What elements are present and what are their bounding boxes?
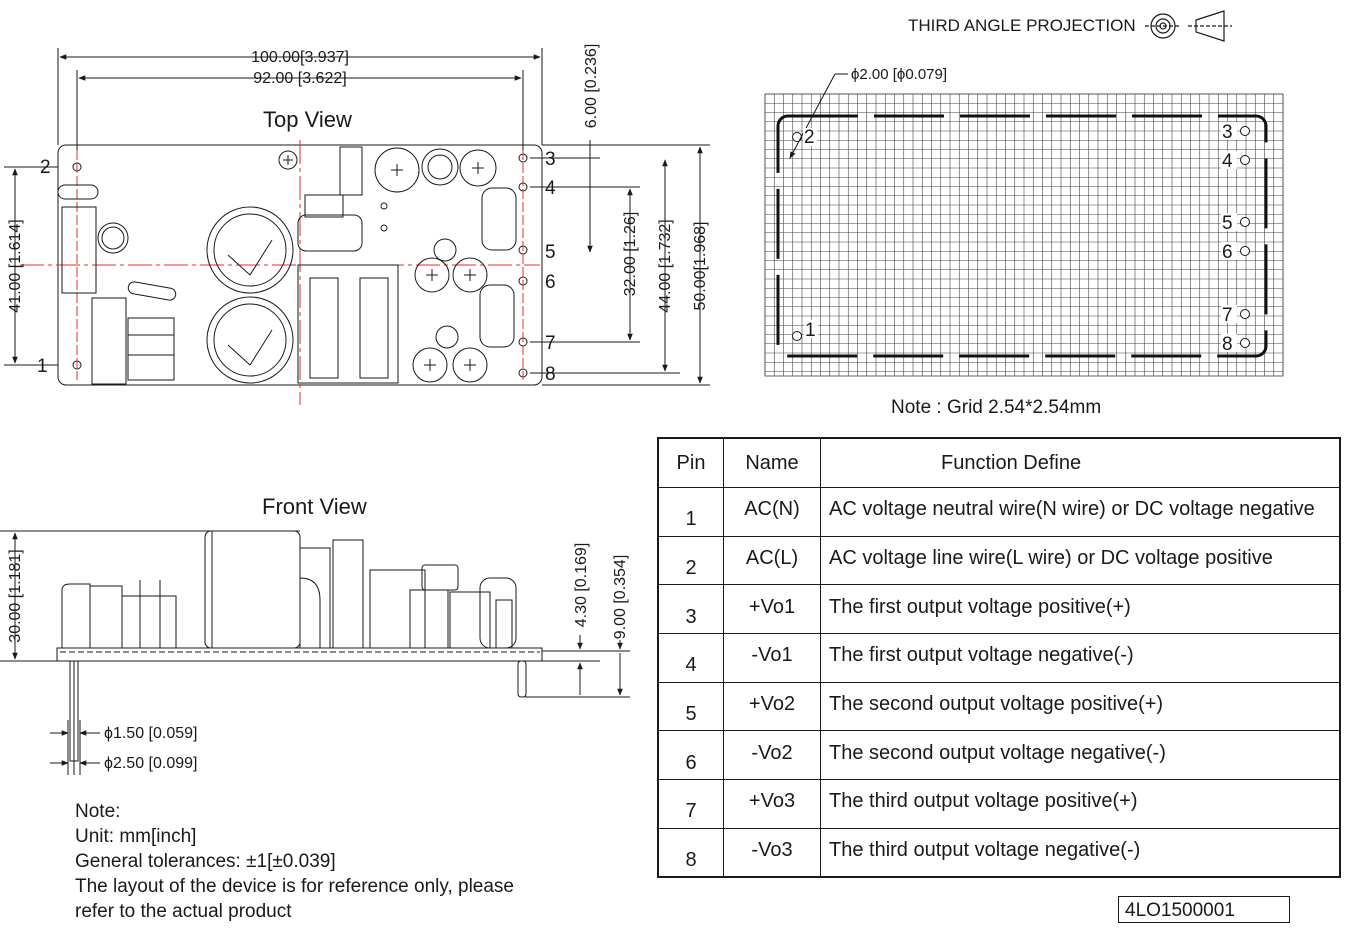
pin-cell: 5 <box>657 681 724 732</box>
dim-pin-dia: ϕ1.50 [0.059] <box>104 725 197 742</box>
notes-block: Note: Unit: mm[inch] General tolerances:… <box>75 799 514 924</box>
function-cell: The third output voltage negative(-) <box>820 827 1341 878</box>
front-view-components <box>60 530 540 653</box>
note-heading: Note: <box>75 801 121 822</box>
function-cell: The second output voltage positive(+) <box>820 681 1341 732</box>
note-layout-2: refer to the actual product <box>75 901 292 922</box>
front-view-board <box>56 647 543 662</box>
footprint-grid <box>764 93 1284 376</box>
name-cell: -Vo1 <box>723 633 821 683</box>
top-pin-label-1: 1 <box>37 356 48 377</box>
front-view-drawing <box>0 530 630 775</box>
top-pin-label-4: 4 <box>545 178 556 199</box>
top-view-title: Top View <box>263 107 352 132</box>
pin-cell: 2 <box>657 535 724 586</box>
name-cell: AC(L) <box>723 535 821 586</box>
function-cell: The second output voltage negative(-) <box>820 730 1341 781</box>
dim-height-total: 50.00[1.968] <box>692 222 709 311</box>
footprint-labels: ϕ2.00 [ϕ0.079] 2 1 3 4 5 6 7 8 <box>803 66 1237 355</box>
footprint-drawing <box>764 73 1284 377</box>
fp-pin-label-3: 3 <box>1222 122 1233 143</box>
dim-front-height: 30.00 [1.181] <box>7 549 24 642</box>
function-cell: AC voltage neutral wire(N wire) or DC vo… <box>820 487 1341 537</box>
projection-label: THIRD ANGLE PROJECTION <box>908 16 1136 35</box>
top-view-labels: 100.00[3.937] 92.00 [3.622] 41.00 [1.614… <box>7 44 709 385</box>
top-pin-label-8: 8 <box>545 364 556 385</box>
header-function: Function Define <box>820 437 1341 488</box>
dim-height-left: 41.00 [1.614] <box>7 219 24 312</box>
third-angle-projection-icon <box>1145 10 1232 42</box>
name-cell: +Vo1 <box>723 584 821 635</box>
footprint-outline <box>776 114 1268 358</box>
name-cell: AC(N) <box>723 487 821 537</box>
dim-pitch-32: 32.00 [1.26] <box>622 212 639 297</box>
note-layout-1: The layout of the device is for referenc… <box>75 876 515 897</box>
dim-pitch-44: 44.00 [1.732] <box>657 219 674 312</box>
top-pin-label-5: 5 <box>545 242 556 263</box>
dim-pin-total: 9.00 [0.354] <box>612 555 629 640</box>
front-view-labels: 30.00 [1.181] 4.30 [0.169] 9.00 [0.354] … <box>7 543 629 772</box>
dim-width-outer: 100.00[3.937] <box>251 49 349 66</box>
part-number: 4LO1500001 <box>1118 896 1290 923</box>
name-cell: -Vo3 <box>723 827 821 878</box>
function-cell: AC voltage line wire(L wire) or DC volta… <box>820 535 1341 586</box>
top-view-pins <box>72 150 528 380</box>
top-pin-label-6: 6 <box>545 272 556 293</box>
pin-cell: 6 <box>657 730 724 781</box>
top-pin-label-7: 7 <box>545 333 556 354</box>
function-cell: The third output voltage positive(+) <box>820 779 1341 829</box>
fp-pin-label-5: 5 <box>1222 213 1233 234</box>
dim-pad-dia: ϕ2.50 [0.099] <box>104 755 197 772</box>
dim-offset-top: 6.00 [0.236] <box>583 44 600 129</box>
table-header-row: Pin Name Function Define <box>657 437 1341 488</box>
dim-pin-len: 4.30 [0.169] <box>573 543 590 628</box>
fp-pin-label-8: 8 <box>1222 334 1233 355</box>
fp-pin-label-7: 7 <box>1222 305 1233 326</box>
top-pin-label-2: 2 <box>40 157 51 178</box>
top-view-drawing <box>4 48 710 405</box>
footprint-grid-border <box>764 93 1284 377</box>
name-cell: +Vo2 <box>723 681 821 732</box>
top-view-components <box>57 146 517 385</box>
note-unit: Unit: mm[inch] <box>75 826 197 847</box>
fp-pin-label-2: 2 <box>804 127 815 148</box>
note-tolerance: General tolerances: ±1[±0.039] <box>75 851 336 872</box>
fp-pin-label-4: 4 <box>1222 151 1233 172</box>
name-cell: +Vo3 <box>723 779 821 829</box>
front-view-title: Front View <box>262 494 367 519</box>
pin-cell: 3 <box>657 584 724 635</box>
function-cell: The first output voltage positive(+) <box>820 584 1341 635</box>
footprint-holes <box>792 126 1250 348</box>
footprint-hole-dim: ϕ2.00 [ϕ0.079] <box>851 66 947 83</box>
pin-cell: 4 <box>657 633 724 683</box>
function-cell: The first output voltage negative(-) <box>820 633 1341 683</box>
pin-cell: 7 <box>657 779 724 829</box>
pin-cell: 8 <box>657 827 724 878</box>
header-name: Name <box>723 437 821 488</box>
name-cell: -Vo2 <box>723 730 821 781</box>
fp-pin-label-1: 1 <box>805 320 816 341</box>
pin-cell: 1 <box>657 487 724 537</box>
top-pin-label-3: 3 <box>545 149 556 170</box>
dim-width-holes: 92.00 [3.622] <box>253 70 346 87</box>
grid-note: Note : Grid 2.54*2.54mm <box>891 397 1102 418</box>
header-pin: Pin <box>657 437 724 488</box>
fp-pin-label-6: 6 <box>1222 242 1233 263</box>
